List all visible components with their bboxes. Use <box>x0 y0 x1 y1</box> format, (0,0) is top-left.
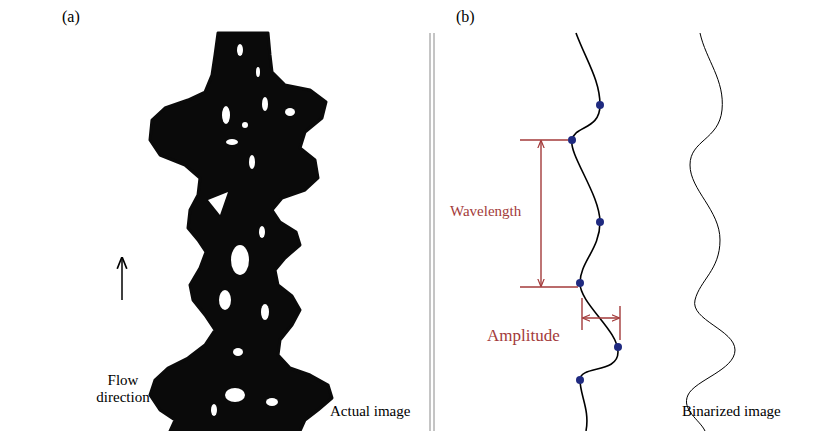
extremum-dots <box>568 101 622 384</box>
panel-label: (b) <box>456 8 475 26</box>
amplitude-dimension <box>582 298 620 340</box>
jet-photo <box>150 33 332 431</box>
dimension-label: Amplitude <box>487 326 560 346</box>
wavelength-dimension <box>520 140 578 287</box>
binarized-outline <box>686 33 735 431</box>
panel-label: (a) <box>62 8 80 26</box>
dimension-label: Wavelength <box>450 203 521 220</box>
image-caption: Binarized image <box>682 403 781 420</box>
flow-label: Flow direction <box>87 372 159 407</box>
interface-curve <box>572 33 618 431</box>
image-caption: Actual image <box>330 403 410 420</box>
panel-separator <box>430 33 434 431</box>
flow-arrow <box>121 258 123 300</box>
